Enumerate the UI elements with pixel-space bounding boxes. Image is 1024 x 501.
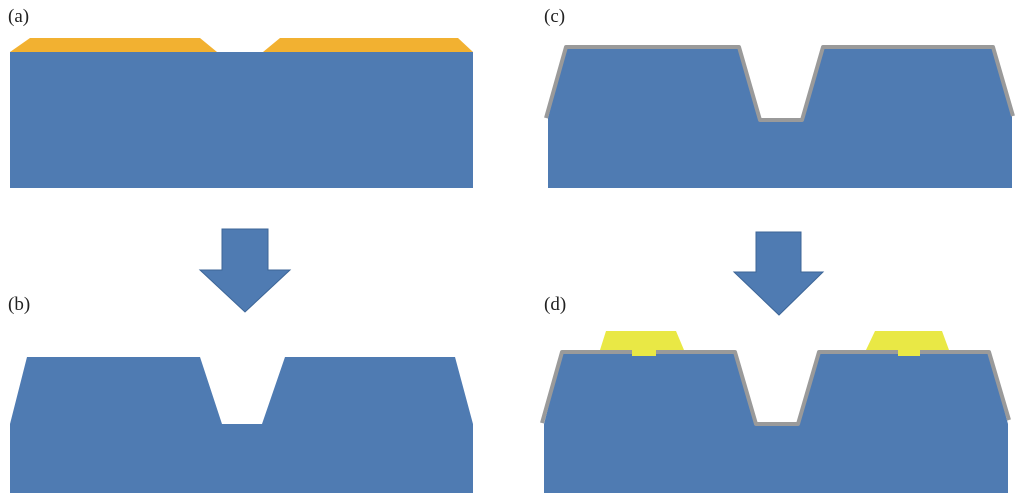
panel-a-mask-left — [10, 38, 217, 52]
panel-c-coating — [544, 45, 1015, 122]
panel-a-substrate — [10, 52, 473, 188]
panel-b-label: (b) — [8, 294, 30, 315]
panel-d-substrate — [544, 353, 1008, 493]
panel-d: (d) — [540, 294, 1011, 493]
arrow-down-right-icon — [732, 231, 825, 316]
panel-c-substrate — [548, 48, 1012, 188]
arrow-down-left-icon — [198, 228, 292, 313]
panel-b-substrate — [10, 357, 473, 493]
panel-b: (b) — [8, 294, 473, 493]
panel-a: (a) — [8, 6, 473, 188]
panel-d-pad-left — [600, 331, 684, 356]
panel-d-label: (d) — [544, 294, 566, 315]
panel-c-label: (c) — [544, 6, 565, 27]
panel-d-pad-right — [866, 331, 949, 356]
panel-d-coating — [540, 350, 1011, 426]
panel-a-label: (a) — [8, 6, 29, 27]
panel-a-mask-right — [263, 38, 473, 52]
panel-c: (c) — [544, 6, 1015, 188]
